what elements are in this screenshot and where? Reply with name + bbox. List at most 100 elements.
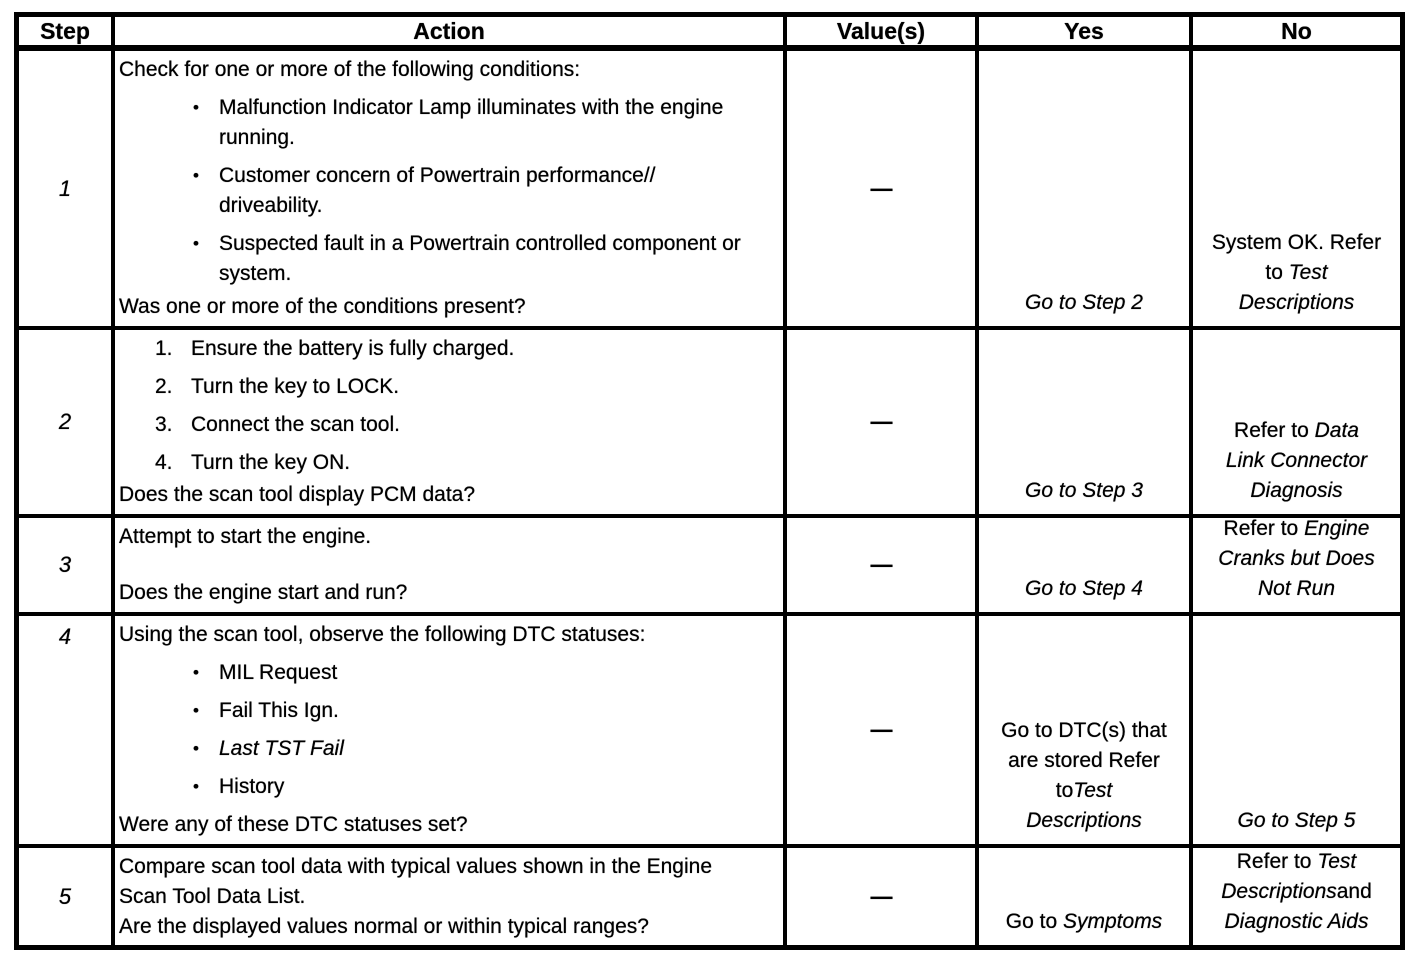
no-line: to Test (1265, 258, 1327, 288)
text: Were any of these DTC statuses set? (119, 813, 468, 836)
text: Refer to (1234, 419, 1315, 442)
italic-text: Diagnosis (1250, 479, 1343, 502)
text: to (1265, 261, 1289, 284)
text: History (219, 775, 285, 798)
no-line: Diagnosis (1250, 476, 1342, 506)
action-cell: Check for one or more of the following c… (115, 51, 787, 330)
header-cell-action: Action (115, 17, 787, 51)
text: Check for one or more of the following c… (119, 58, 581, 81)
italic-text: Descriptions (1238, 291, 1355, 314)
bullet-item: History (119, 772, 757, 802)
text: Connect the scan tool. (191, 413, 400, 436)
action-cell: 1. Ensure the battery is fully charged. 2.… (115, 330, 787, 518)
no-line: Descriptions (1239, 288, 1355, 318)
no-line: Diagnostic Aids (1225, 907, 1369, 937)
step-cell: 4 (19, 616, 115, 848)
no-line: Cranks but Does (1218, 544, 1374, 574)
text: Turn the key ON. (191, 451, 351, 474)
text: Refer to (1236, 850, 1318, 873)
no-cell: Go to Step 5 (1193, 616, 1400, 848)
item-number: 1. (155, 337, 173, 360)
numbered-item: 1. Ensure the battery is fully charged. (119, 334, 757, 364)
value-cell: — (787, 330, 979, 518)
item-number: 2. (155, 375, 173, 398)
action-cell: Using the scan tool, observe the followi… (115, 616, 787, 848)
header-cell-values: Value(s) (787, 17, 979, 51)
step-cell: 1 (19, 51, 115, 330)
action-question: Does the engine start and run? (119, 578, 757, 608)
italic-text: Descriptions (1221, 880, 1337, 903)
italic-text: Link Connector (1225, 449, 1368, 472)
value-cell: — (787, 518, 979, 616)
no-line: Not Run (1258, 574, 1335, 604)
yes-line: Go to Symptoms (1006, 907, 1162, 937)
action-paragraph: Attempt to start the engine. (119, 522, 757, 552)
action-cell: Attempt to start the engine. Does the eng… (115, 518, 787, 616)
text: Attempt to start the engine. (119, 525, 372, 548)
text: to (1055, 779, 1074, 802)
text: Does the engine start and run? (119, 581, 408, 604)
yes-line: Go to Step 4 (1025, 574, 1143, 604)
header-cell-step: Step (19, 17, 115, 51)
header-cell-yes: Yes (979, 17, 1193, 51)
text: Customer concern of Powertrain performan… (219, 164, 656, 217)
text: are stored Refer (1008, 749, 1160, 772)
action-paragraph: Compare scan tool data with typical valu… (119, 852, 757, 912)
step-cell: 5 (19, 848, 115, 945)
text: Ensure the battery is fully charged. (191, 337, 515, 360)
numbered-item: 4. Turn the key ON. (119, 448, 757, 478)
no-line: Descriptionsand (1221, 877, 1372, 907)
no-line: Link Connector (1226, 446, 1367, 476)
action-question: Does the scan tool display PCM data? (119, 480, 757, 510)
text: System OK. Refer (1211, 231, 1382, 254)
text: Go to (1005, 910, 1063, 933)
yes-cell: Go to Symptoms (979, 848, 1193, 945)
step-cell: 3 (19, 518, 115, 616)
text: Fail This Ign. (219, 699, 339, 722)
bullet-item: Suspected fault in a Powertrain controll… (119, 229, 757, 289)
text: Using the scan tool, observe the followi… (119, 623, 646, 646)
no-line: Refer to Test (1237, 848, 1356, 877)
value-cell: — (787, 848, 979, 945)
italic-text: Diagnostic Aids (1224, 910, 1369, 933)
italic-text: Test (1073, 779, 1113, 802)
item-number: 4. (155, 451, 173, 474)
value-cell: — (787, 51, 979, 330)
text: Compare scan tool data with typical valu… (119, 855, 713, 908)
italic-text: Go to Step 3 (1025, 479, 1143, 502)
no-line: Refer to Engine (1224, 518, 1370, 544)
action-paragraph: Check for one or more of the following c… (119, 55, 757, 85)
text: Malfunction Indicator Lamp illuminates w… (219, 96, 724, 149)
text: and (1336, 880, 1372, 903)
item-number: 3. (155, 413, 173, 436)
step-cell: 2 (19, 330, 115, 518)
no-line: Go to Step 5 (1238, 806, 1356, 836)
bullet-item: MIL Request (119, 658, 757, 688)
numbered-item: 2.Turn the key to LOCK. (119, 372, 757, 402)
bullet-item: Fail This Ign. (119, 696, 757, 726)
text: Does the scan tool display PCM data? (119, 483, 476, 506)
yes-line: Go to DTC(s) that (1001, 716, 1167, 746)
italic-text: Go to Step 2 (1025, 291, 1143, 314)
text: Suspected fault in a Powertrain controll… (219, 232, 741, 285)
text: MIL Request (219, 661, 338, 684)
action-question: Are the displayed values normal or withi… (119, 912, 757, 942)
italic-text: Go to Step 4 (1025, 577, 1143, 600)
italic-text: Data (1314, 419, 1359, 442)
action-question: Was one or more of the conditions presen… (119, 292, 757, 322)
bullet-item: Last TST Fail (119, 734, 757, 764)
action-cell: Compare scan tool data with typical valu… (115, 848, 787, 945)
italic-text: Last TST Fail (219, 737, 344, 760)
yes-line: Go to Step 3 (1025, 476, 1143, 506)
text: Was one or more of the conditions presen… (119, 295, 526, 318)
italic-text: Engine (1304, 518, 1370, 540)
italic-text: Go to Step 5 (1237, 809, 1356, 832)
text: Go to DTC(s) that (1001, 719, 1167, 742)
action-question: Were any of these DTC statuses set? (119, 810, 757, 840)
italic-text: Test (1317, 850, 1357, 873)
italic-text: Descriptions (1026, 809, 1142, 832)
